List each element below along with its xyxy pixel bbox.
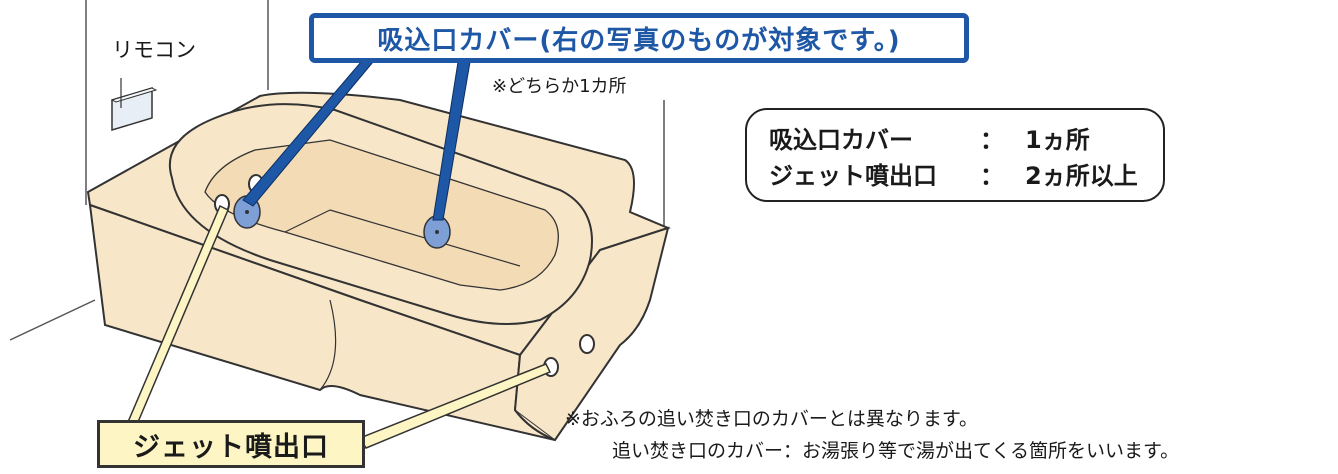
suction-leader-lines [242,61,471,221]
suction-cover-title: 吸込口カバー(右の写真のものが対象です。) [309,13,969,63]
jet-outlet-label: ジェット噴出口 [97,420,365,468]
count-info-box: 吸込口カバー ： 1ヵ所 ジェット噴出口 ： 2ヵ所以上 [745,108,1165,202]
note-line-1: ※おふろの追い焚き口のカバーとは異なります。 [565,408,979,430]
remote-icon [110,78,158,132]
info-row2-sep: ： [980,162,1004,190]
info-row2-name: ジェット噴出口 [769,162,937,190]
floor-line [9,299,96,341]
info-row2-count: 2ヵ所以上 [1025,162,1138,190]
note-line-2: 追い焚き口のカバー：お湯張り等で湯が出てくる箇所をいいます。 [612,440,1180,462]
remote-label: リモコン [112,38,196,62]
info-row1-count: 1ヵ所 [1025,126,1090,154]
info-row1-name: 吸込口カバー [769,126,913,154]
either-location-note: ※どちらか1カ所 [492,76,627,97]
info-row1-sep: ： [980,126,1004,154]
bathtub [86,91,671,442]
